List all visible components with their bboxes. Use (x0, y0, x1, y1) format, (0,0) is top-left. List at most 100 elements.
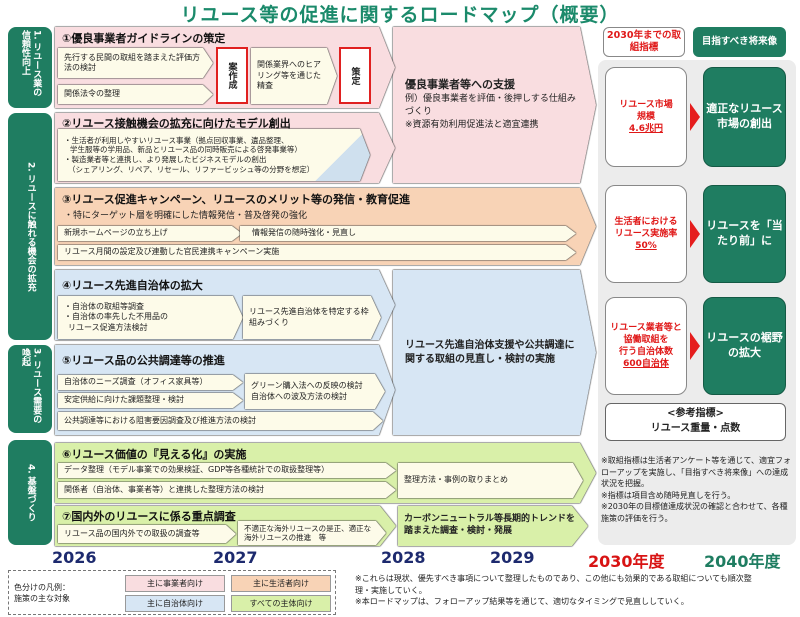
row5-step: 自治体のニーズ調査（オフィス家具等） (58, 375, 243, 390)
row4-line: ・自治体の取組等調査 (64, 301, 144, 311)
arrow-right-icon (690, 220, 700, 248)
indicator-value: 4.6兆円 (629, 124, 663, 135)
row3-heading: ③リユース促進キャンペーン、リユースのメリット等の発信・教育促進 (62, 193, 411, 206)
panel-note: ※取組指標は生活者アンケート等を通じて、適宜フォローアップを実施し、「目指すべき… (601, 456, 791, 489)
finalize-box: 策定 (339, 47, 371, 104)
footnotes: ※これらは現状、優先すべき事項について整理したものであり、この他にも効果的である… (355, 573, 755, 608)
goal-norm: リユースを「当たり前」に (703, 185, 786, 283)
support-municipality-arrow: リユース先進自治体支援や公共調達に関する取組の見直し・検討の実施 (393, 270, 596, 435)
row2-line: ・生活者が利用しやすいリユース事業（拠点回収事業、遺品整理、 (64, 135, 289, 145)
row1-heading: ①優良事業者ガイドラインの策定 (62, 32, 226, 45)
row4-step: ・自治体の取組等調査 ・自治体の率先した不用品の リユース促進方法検討 (58, 296, 243, 339)
row2-content: ・生活者が利用しやすいリユース事業（拠点回収事業、遺品整理、 学生服等の学用品、… (58, 129, 370, 181)
indicator-label: リユース業者等と協働取組を (610, 322, 682, 345)
row6-step: データ整理（モデル事業での効果検証、GDP等各種統計での取扱整理等） (58, 463, 396, 478)
indicator-reuse-rate: 生活者におけるリユース実施率 50% (605, 185, 687, 283)
year-2030: 2030年度 (588, 552, 665, 571)
legend-label-line: 施策の主な対象 (14, 594, 70, 604)
row1-step-text: 関係業界へのヒアリング等を通じた精査 (251, 48, 337, 104)
support-heading: 優良事業者等への支援 (405, 78, 515, 92)
row6-step: 関係者（自治体、事業者等）と連携した整理方法の検討 (58, 482, 396, 498)
row7-step-text: 不適正な海外リユースの是正、適正な海外リユースの推進 等 (238, 521, 386, 545)
panel-notes: ※取組指標は生活者アンケート等を通じて、適宜フォローアップを実施し、「目指すべき… (601, 455, 794, 525)
category-2: 2. リユースに触れる機会の拡充 (8, 113, 52, 340)
row1-step-text: 関係法令の整理 (58, 85, 213, 104)
row7-step-text: リユース品の国内外での取扱の調査等 (58, 525, 236, 543)
goal-market: 適正なリユース市場の創出 (703, 67, 786, 167)
support2-text: リユース先進自治体支援や公共調達に関する取組の見直し・検討の実施 (393, 270, 596, 435)
row7-step: リユース品の国内外での取扱の調査等 (58, 525, 236, 543)
row4-heading: ④リユース先進自治体の拡大 (62, 279, 203, 292)
row4-line: リユース促進方法検討 (68, 322, 148, 332)
row7-next-text: カーボンニュートラル等長期的トレンドを踏まえた調査・検討・発展 (398, 506, 588, 546)
legend-business: 主に事業者向け (125, 575, 225, 592)
year-2027: 2027 (213, 548, 258, 567)
row4-step: リユース先進自治体を特定する枠組みづくり (243, 296, 381, 339)
row5-step: 安定供給に向けた課題整理・検討 (58, 393, 243, 408)
row7-next: カーボンニュートラル等長期的トレンドを踏まえた調査・検討・発展 (398, 506, 588, 546)
indicator-value: 50% (635, 241, 657, 252)
row2-line: 学生服等の学用品、新品とリユース品の同時販売による啓発事業等） (70, 145, 302, 155)
page-title: リユース等の促進に関するロードマップ（概要） (180, 4, 620, 26)
category-1: 1. リユース業の信頼性向上 (8, 27, 52, 108)
support-line: ※資源有効利用促進法と適宜連携 (405, 120, 539, 131)
row3-sub: ・特にターゲット層を明確にした情報発信・普及啓発の強化 (64, 211, 308, 221)
row2-line: （シェアリング、リペア、リセール、リファービッシュ等の分野を想定） (68, 164, 315, 174)
row5-step: グリーン購入法への反映の検討 自治体への波及方法の検討 (245, 374, 385, 409)
goal-header: 目指すべき将来像 (693, 27, 786, 57)
row6-step-text: データ整理（モデル事業での効果検証、GDP等各種統計での取扱整理等） (58, 463, 396, 478)
row3-step-text: リユース月間の設定及び連動した官民連携キャンペーン実施 (58, 245, 576, 260)
year-2028: 2028 (381, 548, 426, 567)
footnote: ※本ロードマップは、フォローアップ結果等を通じて、適切なタイミングで見直ししてい… (355, 597, 689, 607)
category-4: 4. 基盤づくり (8, 440, 52, 545)
row2-heading: ②リユース接触機会の拡充に向けたモデル創出 (62, 117, 291, 130)
support-line: 例）優良事業者を評価・後押しする仕組みづくり (405, 94, 576, 118)
legend-label-line: 色分けの凡例： (14, 583, 70, 592)
legend-all: すべての主体向け (231, 595, 331, 612)
row5-step-text: 自治体のニーズ調査（オフィス家具等） (58, 375, 243, 390)
row7-heading: ⑦国内外のリユースに係る重点調査 (62, 510, 236, 523)
category-3: 3. リユース需要の喚起 (8, 345, 52, 433)
row6-step-text: 整理方法・事例の取りまとめ (398, 463, 583, 498)
indicator-header: 2030年までの取組指標 (603, 27, 685, 57)
year-2026: 2026 (52, 548, 97, 567)
row6-heading: ⑥リユース価値の『見える化』の実施 (62, 448, 247, 461)
draft-box: 案作成 (216, 47, 248, 104)
legend-consumer: 主に生活者向け (231, 575, 331, 592)
legend-municipality: 主に自治体向け (125, 595, 225, 612)
support-business-arrow: 優良事業者等への支援 例）優良事業者を評価・後押しする仕組みづくり ※資源有効利… (393, 27, 596, 183)
indicator-label: 生活者における (614, 216, 678, 227)
indicator-value: 600自治体 (623, 359, 669, 370)
goal-expand: リユースの裾野の拡大 (703, 297, 786, 395)
legend-label: 色分けの凡例： 施策の主な対象 (14, 582, 70, 604)
row6-step-text: 関係者（自治体、事業者等）と連携した整理方法の検討 (58, 482, 396, 498)
indicator-label: リユース実施率 (614, 228, 678, 239)
row3-step: リユース月間の設定及び連動した官民連携キャンペーン実施 (58, 245, 576, 260)
row1-step: 関係業界へのヒアリング等を通じた精査 (251, 48, 337, 104)
row5-step-text: 安定供給に向けた課題整理・検討 (58, 393, 243, 408)
panel-note: ※2030年の目標値達成状況の確認と合わせて、各種施策の評価を行う。 (601, 502, 788, 523)
row2-line: ・製造業者等と連携し、より発展したビジネスモデルの創出 (64, 155, 267, 164)
row5-step: 公共調達等における阻害要因調査及び推進方法の検討 (58, 412, 383, 430)
row1-step: 関係法令の整理 (58, 85, 213, 104)
year-2029: 2029 (490, 548, 535, 567)
panel-note: ※指標は項目含め随時見直しを行う。 (601, 490, 736, 500)
row4-step-text: リユース先進自治体を特定する枠組みづくり (243, 296, 381, 339)
indicator-label: 行う自治体数 (618, 347, 673, 357)
row4-line: ・自治体の率先した不用品の (64, 312, 168, 322)
reference-value: リユース重量・点数 (650, 423, 741, 434)
row3-step-text: 新規ホームページの立ち上げ (58, 226, 242, 241)
indicator-label: リユース市場 (619, 99, 673, 110)
footnote: ※これらは現状、優先すべき事項について整理したものであり、この他にも効果的である… (355, 574, 752, 595)
row3-step-text: 情報発信の随時強化・見直し (240, 226, 576, 241)
legend (8, 570, 336, 615)
row3-step: 情報発信の随時強化・見直し (240, 226, 576, 241)
year-2040: 2040年度 (704, 552, 781, 571)
row5-step-text: グリーン購入法への反映の検討 自治体への波及方法の検討 (245, 374, 385, 409)
reference-title: <参考指標> (667, 408, 724, 419)
row1-step: 先行する民間の取組を踏まえた評価方法の検討 (58, 48, 213, 78)
row5-step-text: 公共調達等における阻害要因調査及び推進方法の検討 (58, 412, 383, 430)
arrow-right-icon (690, 332, 700, 360)
arrow-right-icon (690, 103, 700, 131)
